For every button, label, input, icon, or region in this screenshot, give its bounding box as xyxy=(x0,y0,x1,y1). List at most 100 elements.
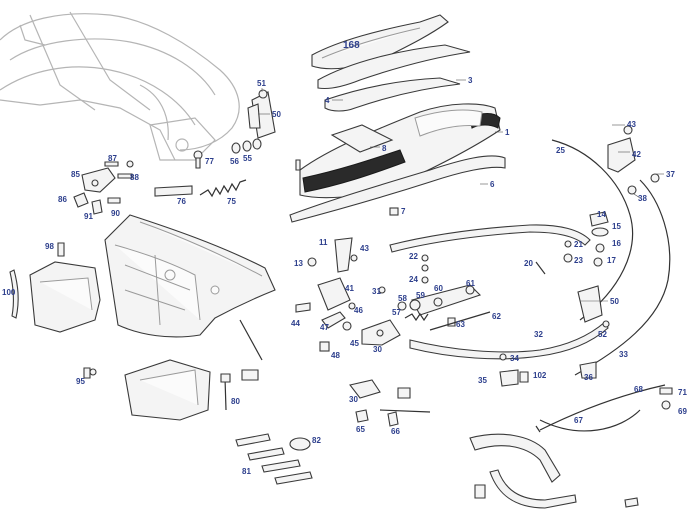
callout-16: 16 xyxy=(612,239,621,248)
corner-panel xyxy=(124,359,211,421)
callout-71: 71 xyxy=(678,388,687,397)
callout-60: 60 xyxy=(434,284,443,293)
callout-88: 88 xyxy=(130,173,139,182)
callout-23: 23 xyxy=(574,256,583,265)
clamp-14-17 xyxy=(589,211,609,267)
fastener-95 xyxy=(83,367,97,379)
callout-102: 102 xyxy=(533,371,547,380)
callout-46: 46 xyxy=(354,306,363,315)
rod-62 xyxy=(429,311,491,331)
callout-90: 90 xyxy=(111,209,120,218)
bolts-21-23 xyxy=(563,240,573,263)
callout-56: 56 xyxy=(230,157,239,166)
callout-4: 4 xyxy=(325,96,330,105)
callout-15: 15 xyxy=(612,222,621,231)
callout-43-center: 43 xyxy=(360,244,369,253)
callout-1: 1 xyxy=(505,128,510,137)
callout-labels: 168 3 4 1 8 6 7 51 50 87 77 56 55 85 88 … xyxy=(2,40,687,476)
callout-17: 17 xyxy=(607,256,616,265)
callout-41: 41 xyxy=(345,284,354,293)
callout-87: 87 xyxy=(108,154,117,163)
latch-35 xyxy=(499,369,519,387)
pin-77 xyxy=(193,150,203,169)
cable-25-33 xyxy=(551,139,671,376)
callout-20: 20 xyxy=(524,259,533,268)
callout-61: 61 xyxy=(466,279,475,288)
trunk-seal-3 xyxy=(317,44,471,90)
callout-13: 13 xyxy=(294,259,303,268)
seal-strip-20 xyxy=(389,224,591,253)
callout-67: 67 xyxy=(574,416,583,425)
leader-lines xyxy=(258,79,664,302)
callout-30-center: 30 xyxy=(373,345,382,354)
bolt-52 xyxy=(602,320,610,328)
callout-32: 32 xyxy=(534,330,543,339)
callout-69: 69 xyxy=(678,407,687,416)
callout-22: 22 xyxy=(409,252,418,261)
callout-63: 63 xyxy=(456,320,465,329)
callout-75: 75 xyxy=(227,197,236,206)
bracket-86 xyxy=(73,192,89,208)
seal-strip-32 xyxy=(409,321,609,360)
callout-38: 38 xyxy=(638,194,647,203)
callout-33: 33 xyxy=(619,350,628,359)
callout-98: 98 xyxy=(45,242,54,251)
callout-48: 48 xyxy=(331,351,340,360)
rear-body-panel xyxy=(104,214,276,338)
bracket-36 xyxy=(579,361,597,379)
callout-25: 25 xyxy=(556,146,565,155)
callout-31: 31 xyxy=(372,287,381,296)
callout-52: 52 xyxy=(598,330,607,339)
callout-76: 76 xyxy=(177,197,186,206)
bolt-90 xyxy=(107,197,121,204)
plate-76 xyxy=(154,185,193,197)
callout-55: 55 xyxy=(243,154,252,163)
callout-57: 57 xyxy=(392,308,401,317)
callout-21: 21 xyxy=(574,240,583,249)
callout-8: 8 xyxy=(382,144,387,153)
clip-102 xyxy=(519,371,529,383)
clip-98 xyxy=(57,242,65,257)
spring-57 xyxy=(404,312,429,322)
callout-82: 82 xyxy=(312,436,321,445)
cable-68 xyxy=(535,384,666,433)
callout-50: 50 xyxy=(272,110,281,119)
seal-strip-100 xyxy=(9,269,19,319)
washers-58-59 xyxy=(397,297,443,311)
lock-30-lower xyxy=(349,379,431,413)
callout-91: 91 xyxy=(84,212,93,221)
callout-85: 85 xyxy=(71,170,80,179)
callout-81: 81 xyxy=(242,467,251,476)
hinge-41 xyxy=(317,237,358,311)
callout-77: 77 xyxy=(205,157,214,166)
callout-65: 65 xyxy=(356,425,365,434)
lock-30 xyxy=(361,319,401,346)
callout-6: 6 xyxy=(490,180,495,189)
callout-44: 44 xyxy=(291,319,300,328)
pads-81 xyxy=(235,433,313,485)
pin-20 xyxy=(535,261,546,275)
hinge-bracket-42 xyxy=(607,125,636,173)
trunk-lid-1 xyxy=(299,103,501,199)
cable-67 xyxy=(539,409,641,432)
grommet-82 xyxy=(289,437,311,451)
callout-42: 42 xyxy=(632,150,641,159)
callout-58: 58 xyxy=(398,294,407,303)
callout-35: 35 xyxy=(478,376,487,385)
callout-95: 95 xyxy=(76,377,85,386)
trunk-lid-panel-8 xyxy=(330,124,394,153)
callout-43-right: 43 xyxy=(627,120,636,129)
callout-51: 51 xyxy=(257,79,266,88)
callout-34: 34 xyxy=(510,354,519,363)
callout-100: 100 xyxy=(2,288,16,297)
bolts-31-22-24 xyxy=(378,254,429,294)
callout-30-lower: 30 xyxy=(349,395,358,404)
fastener-87-88 xyxy=(104,160,134,179)
callout-3: 3 xyxy=(468,76,473,85)
spring-75 xyxy=(199,179,247,198)
hinge-bracket-50 xyxy=(247,89,276,139)
callout-37: 37 xyxy=(666,170,675,179)
trunk-seal-4 xyxy=(324,77,461,112)
bracket-misc xyxy=(239,319,263,381)
